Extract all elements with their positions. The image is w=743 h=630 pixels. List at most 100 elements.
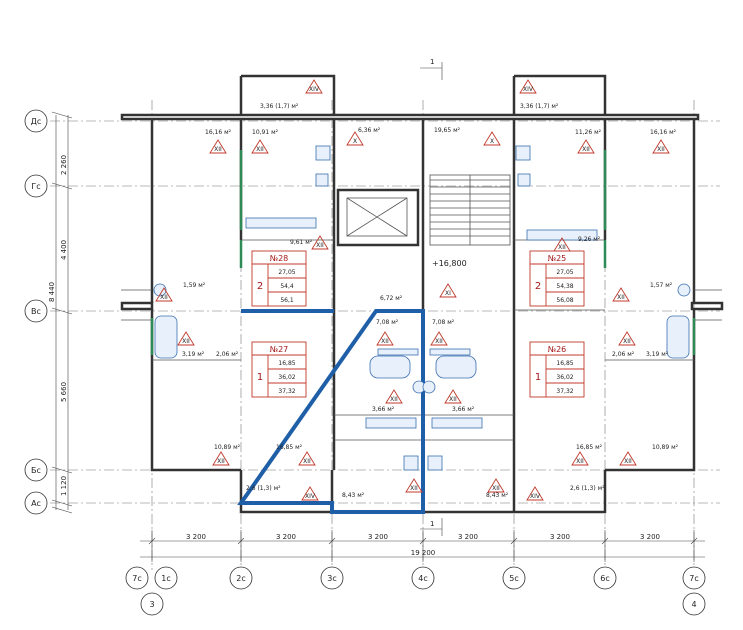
- dim-label: 3 200: [186, 533, 206, 541]
- svg-text:XI: XI: [445, 290, 451, 297]
- room-area: 2,6 (1,3) м²: [570, 485, 605, 492]
- svg-text:XII: XII: [624, 458, 632, 465]
- svg-text:1: 1: [430, 58, 434, 66]
- svg-text:XII: XII: [390, 396, 398, 403]
- room-area: 10,91 м²: [252, 129, 279, 136]
- room-area: 6,72 м²: [380, 295, 403, 302]
- svg-text:XII: XII: [256, 146, 264, 153]
- room-area: 2,06 м²: [216, 351, 239, 358]
- svg-text:6с: 6с: [600, 574, 610, 583]
- dim-label: 8 440: [48, 282, 56, 302]
- room-labels: 3,36 (1,7) м² 3,36 (1,7) м² 16,16 м² 10,…: [182, 103, 679, 499]
- svg-text:Бс: Бс: [31, 466, 41, 475]
- zone-triangle: XII: [385, 389, 403, 404]
- svg-text:XII: XII: [435, 338, 443, 345]
- svg-text:XII: XII: [617, 294, 625, 301]
- room-area: 3,19 м²: [182, 351, 205, 358]
- room-area: 19,65 м²: [434, 127, 461, 134]
- svg-text:XII: XII: [410, 485, 418, 492]
- dim-label: 3 200: [458, 533, 478, 541]
- zone-triangle: XIV: [519, 79, 537, 94]
- zone-triangle: XII: [212, 451, 230, 466]
- svg-text:5с: 5с: [509, 574, 519, 583]
- zone-triangle: XII: [553, 237, 571, 252]
- svg-text:2: 2: [535, 281, 541, 292]
- room-area: 16,16 м²: [205, 129, 232, 136]
- svg-text:XII: XII: [182, 338, 190, 345]
- room-area: 9,26 м²: [578, 236, 601, 243]
- zone-triangle: XII: [298, 451, 316, 466]
- axis-bubble: Вс: [24, 299, 48, 323]
- section-mark-top: 1: [420, 58, 443, 80]
- zone-triangle: XII: [405, 478, 423, 493]
- svg-text:16,85: 16,85: [278, 360, 295, 367]
- svg-text:XII: XII: [316, 242, 324, 249]
- highlight-apartment-27: [237, 309, 425, 514]
- room-area: 16,85 м²: [276, 444, 303, 451]
- dim-label: 5 660: [60, 382, 68, 402]
- room-area: 11,26 м²: [575, 129, 602, 136]
- axis-bubble: 7с: [682, 566, 706, 590]
- stair: [429, 174, 511, 246]
- axis-bubble: 1с: [154, 566, 178, 590]
- svg-text:56,08: 56,08: [556, 297, 573, 304]
- svg-text:3: 3: [149, 600, 154, 609]
- svg-text:XIV: XIV: [309, 86, 320, 93]
- zone-triangle: XII: [618, 331, 636, 346]
- svg-text:27,05: 27,05: [278, 269, 295, 276]
- zone-triangle: XI: [439, 283, 457, 298]
- svg-text:1: 1: [535, 372, 541, 383]
- svg-text:4: 4: [691, 600, 696, 609]
- svg-text:№25: №25: [548, 254, 567, 263]
- section-mark-bottom: 1: [420, 518, 443, 536]
- axis-bubble: 6с: [593, 566, 617, 590]
- svg-text:XIV: XIV: [523, 86, 534, 93]
- axis-sub-bubble: 4: [682, 592, 706, 616]
- room-area: 3,36 (1,7) м²: [260, 103, 299, 110]
- svg-text:37,32: 37,32: [278, 388, 295, 395]
- room-area: 2,06 м²: [612, 351, 635, 358]
- svg-text:37,32: 37,32: [556, 388, 573, 395]
- fixtures: [153, 145, 691, 471]
- axis-bubble: Бс: [24, 458, 48, 482]
- dim-label: 3 200: [276, 533, 296, 541]
- zone-triangle: XII: [430, 331, 448, 346]
- svg-text:XII: XII: [492, 485, 500, 492]
- svg-text:3с: 3с: [327, 574, 337, 583]
- zone-triangle: XII: [209, 139, 227, 154]
- svg-text:XII: XII: [657, 146, 665, 153]
- svg-text:Гс: Гс: [31, 182, 40, 191]
- zone-triangle: XIV: [305, 79, 323, 94]
- elevator-shaft: [336, 188, 420, 247]
- zone-triangle: XII: [612, 287, 630, 302]
- room-area: 3,36 (1,7) м²: [520, 103, 559, 110]
- zone-triangle: X: [346, 131, 364, 146]
- zone-triangle: XII: [652, 139, 670, 154]
- svg-text:1: 1: [430, 520, 434, 528]
- axis-bubble: 2с: [229, 566, 253, 590]
- dim-label: 3 200: [368, 533, 388, 541]
- room-area: 8,43 м²: [342, 492, 365, 499]
- svg-text:4с: 4с: [418, 574, 428, 583]
- zone-triangle: XII: [619, 451, 637, 466]
- room-area: 2,6 (1,3) м²: [246, 485, 281, 492]
- zone-triangle: XII: [251, 139, 269, 154]
- zone-marks: XIV XIV XII XII X X XII XII XII XII XII XII XI XII XII…: [155, 79, 670, 501]
- left-dimensions: 2 260 4 400 8 440 5 660 1 120: [48, 111, 73, 514]
- axis-bubble: 3с: [320, 566, 344, 590]
- svg-text:XIV: XIV: [305, 493, 316, 500]
- svg-text:X: X: [490, 138, 494, 145]
- svg-text:Ас: Ас: [31, 499, 41, 508]
- bottom-dimensions: 3 200 3 200 3 200 3 200 3 200 3 200 19 2…: [140, 530, 705, 562]
- svg-text:XII: XII: [449, 396, 457, 403]
- svg-text:XII: XII: [558, 244, 566, 251]
- zone-triangle: XII: [577, 139, 595, 154]
- axis-bubble: 4с: [411, 566, 435, 590]
- svg-text:1с: 1с: [161, 574, 171, 583]
- svg-text:№27: №27: [270, 345, 289, 354]
- svg-text:XII: XII: [214, 146, 222, 153]
